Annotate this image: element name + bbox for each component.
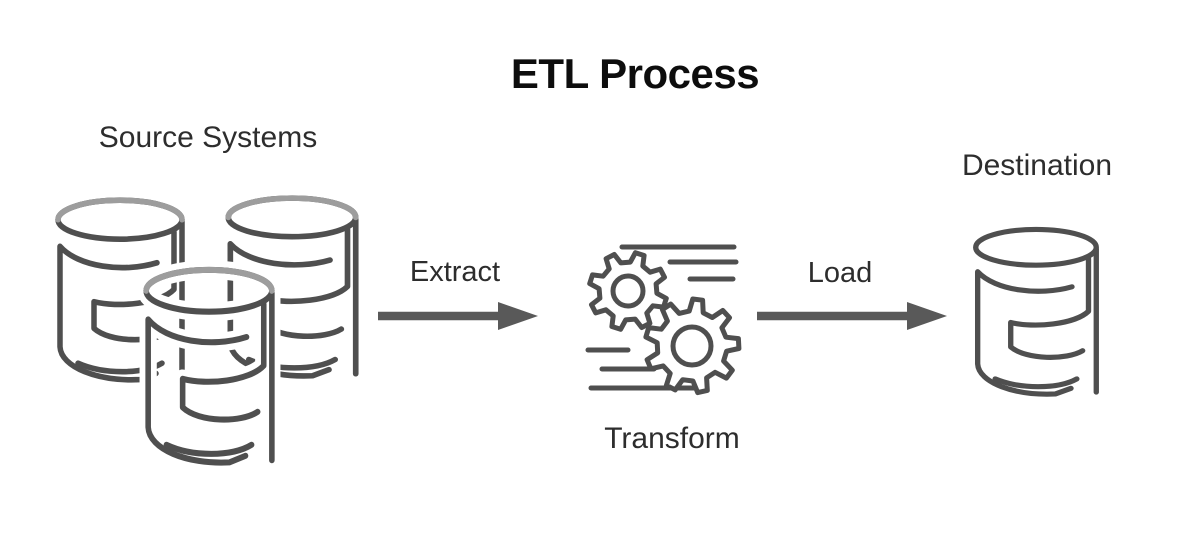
database-icon (136, 260, 282, 480)
gears-icon (578, 232, 746, 400)
destination-label: Destination (961, 149, 1113, 182)
diagram-title: ETL Process (510, 50, 760, 97)
extract-label: Extract (409, 256, 501, 288)
load-label: Load (807, 257, 873, 289)
arrow-right-icon (757, 302, 947, 330)
source-systems-label: Source Systems (98, 121, 318, 154)
arrow-right-icon (378, 302, 538, 330)
transform-label: Transform (604, 422, 740, 455)
database-icon (966, 221, 1106, 409)
